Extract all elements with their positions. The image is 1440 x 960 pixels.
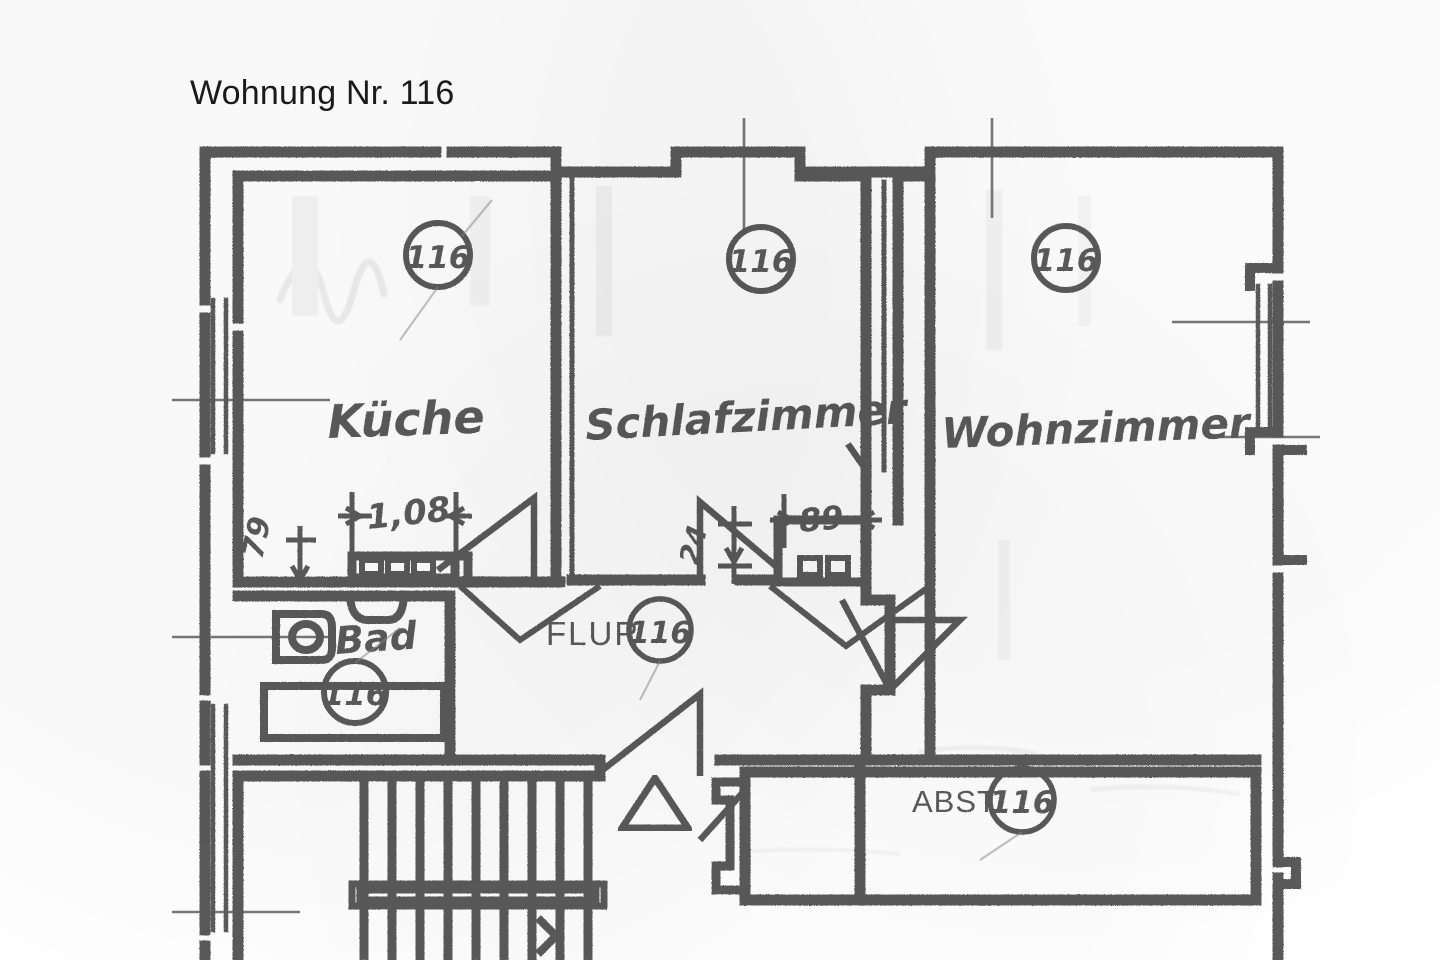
dim-24-ticks <box>718 506 752 584</box>
leader-lines <box>354 199 1023 861</box>
dimension-value-1-08: 1,08 <box>365 489 453 538</box>
door-swings <box>436 442 968 843</box>
apartment-tag-wohnzimmer: 116 <box>1031 223 1101 293</box>
window-left-lower <box>210 703 229 933</box>
apartment-tag-abst-value: 116 <box>990 785 1055 821</box>
page-title: Wohnung Nr. 116 <box>190 74 455 112</box>
apartment-tag-flur: 116 <box>626 596 694 664</box>
room-label-kueche: Küche <box>326 390 485 449</box>
window-right <box>1255 283 1273 435</box>
apartment-tag-abst: 116 <box>987 765 1057 835</box>
staircase <box>348 780 608 960</box>
dim-89-ticks <box>770 494 882 548</box>
triangle-marker <box>615 771 695 832</box>
basin-fixture <box>346 591 408 624</box>
room-labels: Küche Schlafzimmer Wohnzimmer Bad FLUR A… <box>236 384 1253 819</box>
bathtub-fixture <box>260 682 448 742</box>
stair-handrail <box>348 880 608 910</box>
room-label-abst: ABST. <box>912 784 1003 819</box>
apartment-tag-bad-value: 116 <box>323 677 388 713</box>
dim-79-ticks <box>286 526 316 586</box>
window-left-upper <box>210 297 229 455</box>
fixtures <box>260 515 871 742</box>
apartment-tag-bad: 116 <box>321 658 389 726</box>
apartment-tag-kueche-value: 116 <box>406 240 471 276</box>
apartment-tags: 116 116 116 116 116 116 <box>321 220 1101 835</box>
apartment-tag-schlafzimmer-value: 116 <box>729 244 794 280</box>
wc-fixture <box>272 610 336 664</box>
dimension-value-24: 24 <box>673 522 714 568</box>
room-label-bad: Bad <box>334 613 419 663</box>
dimension-value-79: 79 <box>236 514 279 562</box>
walls <box>199 146 1307 960</box>
apartment-tag-flur-value: 116 <box>629 616 692 651</box>
dimension-value-89: 89 <box>797 498 845 540</box>
apartment-tag-wohnzimmer-value: 116 <box>1034 243 1099 279</box>
dim-1-08-ticks <box>338 492 472 560</box>
apartment-tag-schlafzimmer: 116 <box>726 224 796 294</box>
room-label-wohnzimmer: Wohnzimmer <box>941 398 1253 458</box>
apartment-tag-kueche: 116 <box>403 220 473 290</box>
hall-sink-fixture <box>773 515 871 587</box>
hallway-outline <box>457 583 932 650</box>
stair-up-arrow <box>535 915 562 957</box>
right-wall-returns <box>1245 263 1307 889</box>
dimension-annotations <box>286 492 882 586</box>
room-label-flur: FLUR <box>546 615 640 652</box>
